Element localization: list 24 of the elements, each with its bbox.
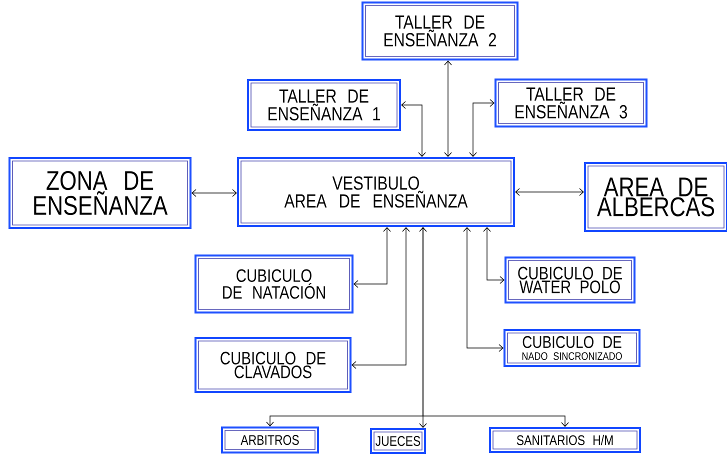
room-box: ARBITROS [221,426,319,454]
room-box: CUBICULO DE CLAVADOS [194,337,352,393]
room-box: CUBICULO DE NATACIÓN [194,254,354,314]
arrow [422,226,569,427]
room-box: CUBICULO DE WATER POLO [504,256,636,304]
arrow [354,227,391,288]
arrow [352,227,410,369]
arrow [192,189,237,197]
room-box: JUECES [370,428,426,454]
room-box: TALLER DE ENSEÑANZA 1 [247,79,401,131]
room-box: ZONA DE ENSEÑANZA [8,157,192,229]
arrow [515,188,584,196]
arrow [444,60,452,157]
arrow [266,227,427,426]
arrow [401,101,426,157]
room-box: AREA DE ALBERCAS [584,162,727,232]
arrow [483,227,505,284]
room-box: SANITARIOS H/M [489,427,641,453]
room-box: TALLER DE ENSEÑANZA 3 [494,78,648,128]
arrow [463,227,504,352]
room-box: VESTIBULO AREA DE ENSEÑANZA [237,157,515,227]
room-box: CUBICULO DE NADO SINCRONIZADO [504,329,640,367]
room-box: TALLER DE ENSEÑANZA 2 [362,2,518,60]
arrow [469,99,494,157]
